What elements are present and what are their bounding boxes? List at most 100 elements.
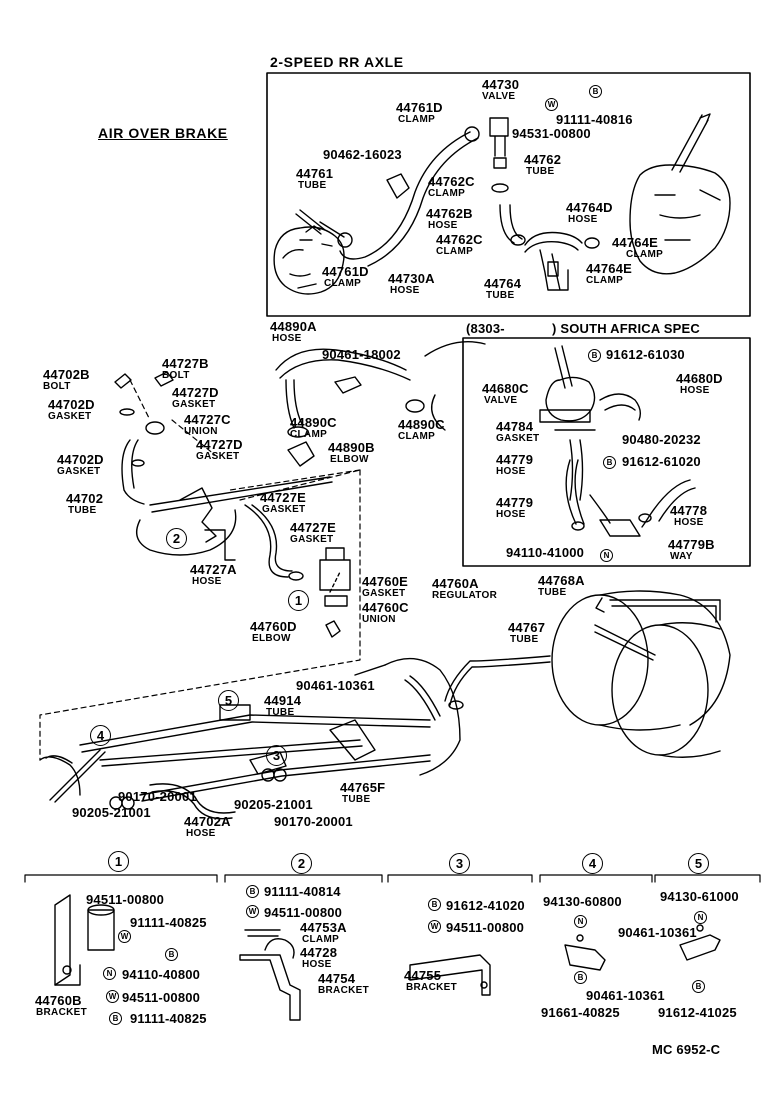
label-90480-20232: 90480-20232 — [622, 432, 701, 447]
label-44727E-a-gasket: GASKET — [262, 504, 306, 515]
g3-marker-w: W — [428, 920, 441, 933]
label-44730A-hose: HOSE — [390, 285, 420, 296]
label-44730A: 44730A — [388, 271, 435, 286]
label-44914: 44914 — [264, 693, 302, 708]
label-44760D-elbow: ELBOW — [252, 633, 291, 644]
label-90461-10361-a: 90461-10361 — [296, 678, 375, 693]
group-2-drawing — [239, 929, 301, 1021]
callout-4-group: 4 — [582, 853, 603, 874]
label-44755-bracket: BRACKET — [406, 982, 457, 993]
g3-marker-b: B — [428, 898, 441, 911]
g2-marker-w: W — [246, 905, 259, 918]
label-44761D-b-clamp: CLAMP — [324, 278, 362, 289]
label-44890B-elbow: ELBOW — [330, 454, 369, 465]
label-44727D-a-gasket: GASKET — [172, 399, 216, 410]
marker-b: B — [589, 85, 602, 98]
label-91111-40816: 91111-40816 — [556, 112, 633, 127]
label-44779B: 44779B — [668, 537, 715, 552]
label-44760A-regulator: REGULATOR — [432, 590, 498, 601]
label-90462-16023: 90462-16023 — [323, 147, 402, 162]
label-44680C: 44680C — [482, 381, 529, 396]
label-44890C-b: 44890C — [398, 417, 445, 432]
label-44727D-a: 44727D — [172, 385, 219, 400]
lower-tank-section — [39, 657, 461, 820]
g2-label-94511-00800: 94511-00800 — [264, 905, 343, 920]
label-44784-gasket: GASKET — [496, 433, 540, 444]
label-44764D-hose: HOSE — [568, 214, 598, 225]
label-44761-tube: TUBE — [298, 180, 327, 191]
marker-n-sa: N — [600, 549, 613, 562]
label-44762B: 44762B — [426, 206, 473, 221]
label-44702D-b: 44702D — [57, 452, 104, 467]
label-44702D-a: 44702D — [48, 397, 95, 412]
label-44727D-b: 44727D — [196, 437, 243, 452]
south-africa-assembly — [539, 345, 696, 537]
label-44730-valve: VALVE — [482, 91, 516, 102]
marker-b-sa2: B — [603, 456, 616, 469]
label-44727C-union: UNION — [184, 426, 218, 437]
title-air-over-brake: AIR OVER BRAKE — [98, 125, 228, 141]
g5-label-90461-10361: 90461-10361 — [618, 925, 697, 940]
label-44702B-bolt: BOLT — [43, 381, 71, 392]
label-44779-b-hose: HOSE — [496, 509, 526, 520]
label-44680D-hose: HOSE — [680, 385, 710, 396]
label-44764E-a-clamp: CLAMP — [626, 249, 664, 260]
g1-label-94511-00800-b: 94511-00800 — [122, 990, 201, 1005]
callout-5-group: 5 — [688, 853, 709, 874]
label-44727E-a: 44727E — [260, 490, 307, 505]
label-44764E-a: 44764E — [612, 235, 659, 250]
label-44754-bracket: BRACKET — [318, 985, 369, 996]
label-90461-18002: 90461-18002 — [322, 347, 401, 362]
label-44778: 44778 — [670, 503, 708, 518]
label-44762C-b: 44762C — [436, 232, 483, 247]
callout-3-main: 3 — [266, 745, 287, 766]
g1-marker-w: W — [118, 930, 131, 943]
label-44762B-hose: HOSE — [428, 220, 458, 231]
label-44761D: 44761D — [396, 100, 443, 115]
dashed-guides — [39, 379, 361, 761]
label-44727C: 44727C — [184, 412, 231, 427]
label-44680C-valve: VALVE — [484, 395, 518, 406]
label-44764-tube: TUBE — [486, 290, 515, 301]
callout-2-main: 2 — [166, 528, 187, 549]
label-44784: 44784 — [496, 419, 534, 434]
label-44702: 44702 — [66, 491, 104, 506]
label-44779B-way: WAY — [670, 551, 693, 562]
label-44767-tube: TUBE — [510, 634, 539, 645]
label-44753A-clamp: CLAMP — [302, 934, 340, 945]
title-two-speed-axle: 2-SPEED RR AXLE — [270, 54, 404, 70]
g4-marker-b: B — [574, 971, 587, 984]
label-44890B: 44890B — [328, 440, 375, 455]
label-44727B-bolt: BOLT — [162, 370, 190, 381]
label-44890C-a: 44890C — [290, 415, 337, 430]
g4-marker-n: N — [574, 915, 587, 928]
label-44778-hose: HOSE — [674, 517, 704, 528]
label-44762C-a: 44762C — [428, 174, 475, 189]
label-44727E-b: 44727E — [290, 520, 337, 535]
g5-marker-n: N — [694, 911, 707, 924]
g1-marker-w2: W — [106, 990, 119, 1003]
label-44890C-a-clamp: CLAMP — [290, 429, 328, 440]
label-44760B-bracket: BRACKET — [36, 1007, 87, 1018]
shift-lever-sketch — [629, 113, 731, 275]
label-44914-tube: TUBE — [266, 707, 295, 718]
g4-label-90461-10361: 90461-10361 — [586, 988, 665, 1003]
label-44760E-gasket: GASKET — [362, 588, 406, 599]
group-3-drawing — [409, 954, 491, 996]
air-tank-upper — [424, 341, 486, 431]
marker-b-sa1: B — [588, 349, 601, 362]
label-44764E-b: 44764E — [586, 261, 633, 276]
g1-label-91111-40825-a: 91111-40825 — [130, 915, 207, 930]
g1-marker-b: B — [165, 948, 178, 961]
label-44768A-tube: TUBE — [538, 587, 567, 598]
g5-label-94130-61000: 94130-61000 — [660, 889, 739, 904]
label-44764: 44764 — [484, 276, 522, 291]
label-44727A-hose: HOSE — [192, 576, 222, 587]
g1-marker-n: N — [103, 967, 116, 980]
label-44754: 44754 — [318, 971, 356, 986]
label-44765F: 44765F — [340, 780, 386, 795]
label-44760C-union: UNION — [362, 614, 396, 625]
callout-5-main: 5 — [218, 690, 239, 711]
